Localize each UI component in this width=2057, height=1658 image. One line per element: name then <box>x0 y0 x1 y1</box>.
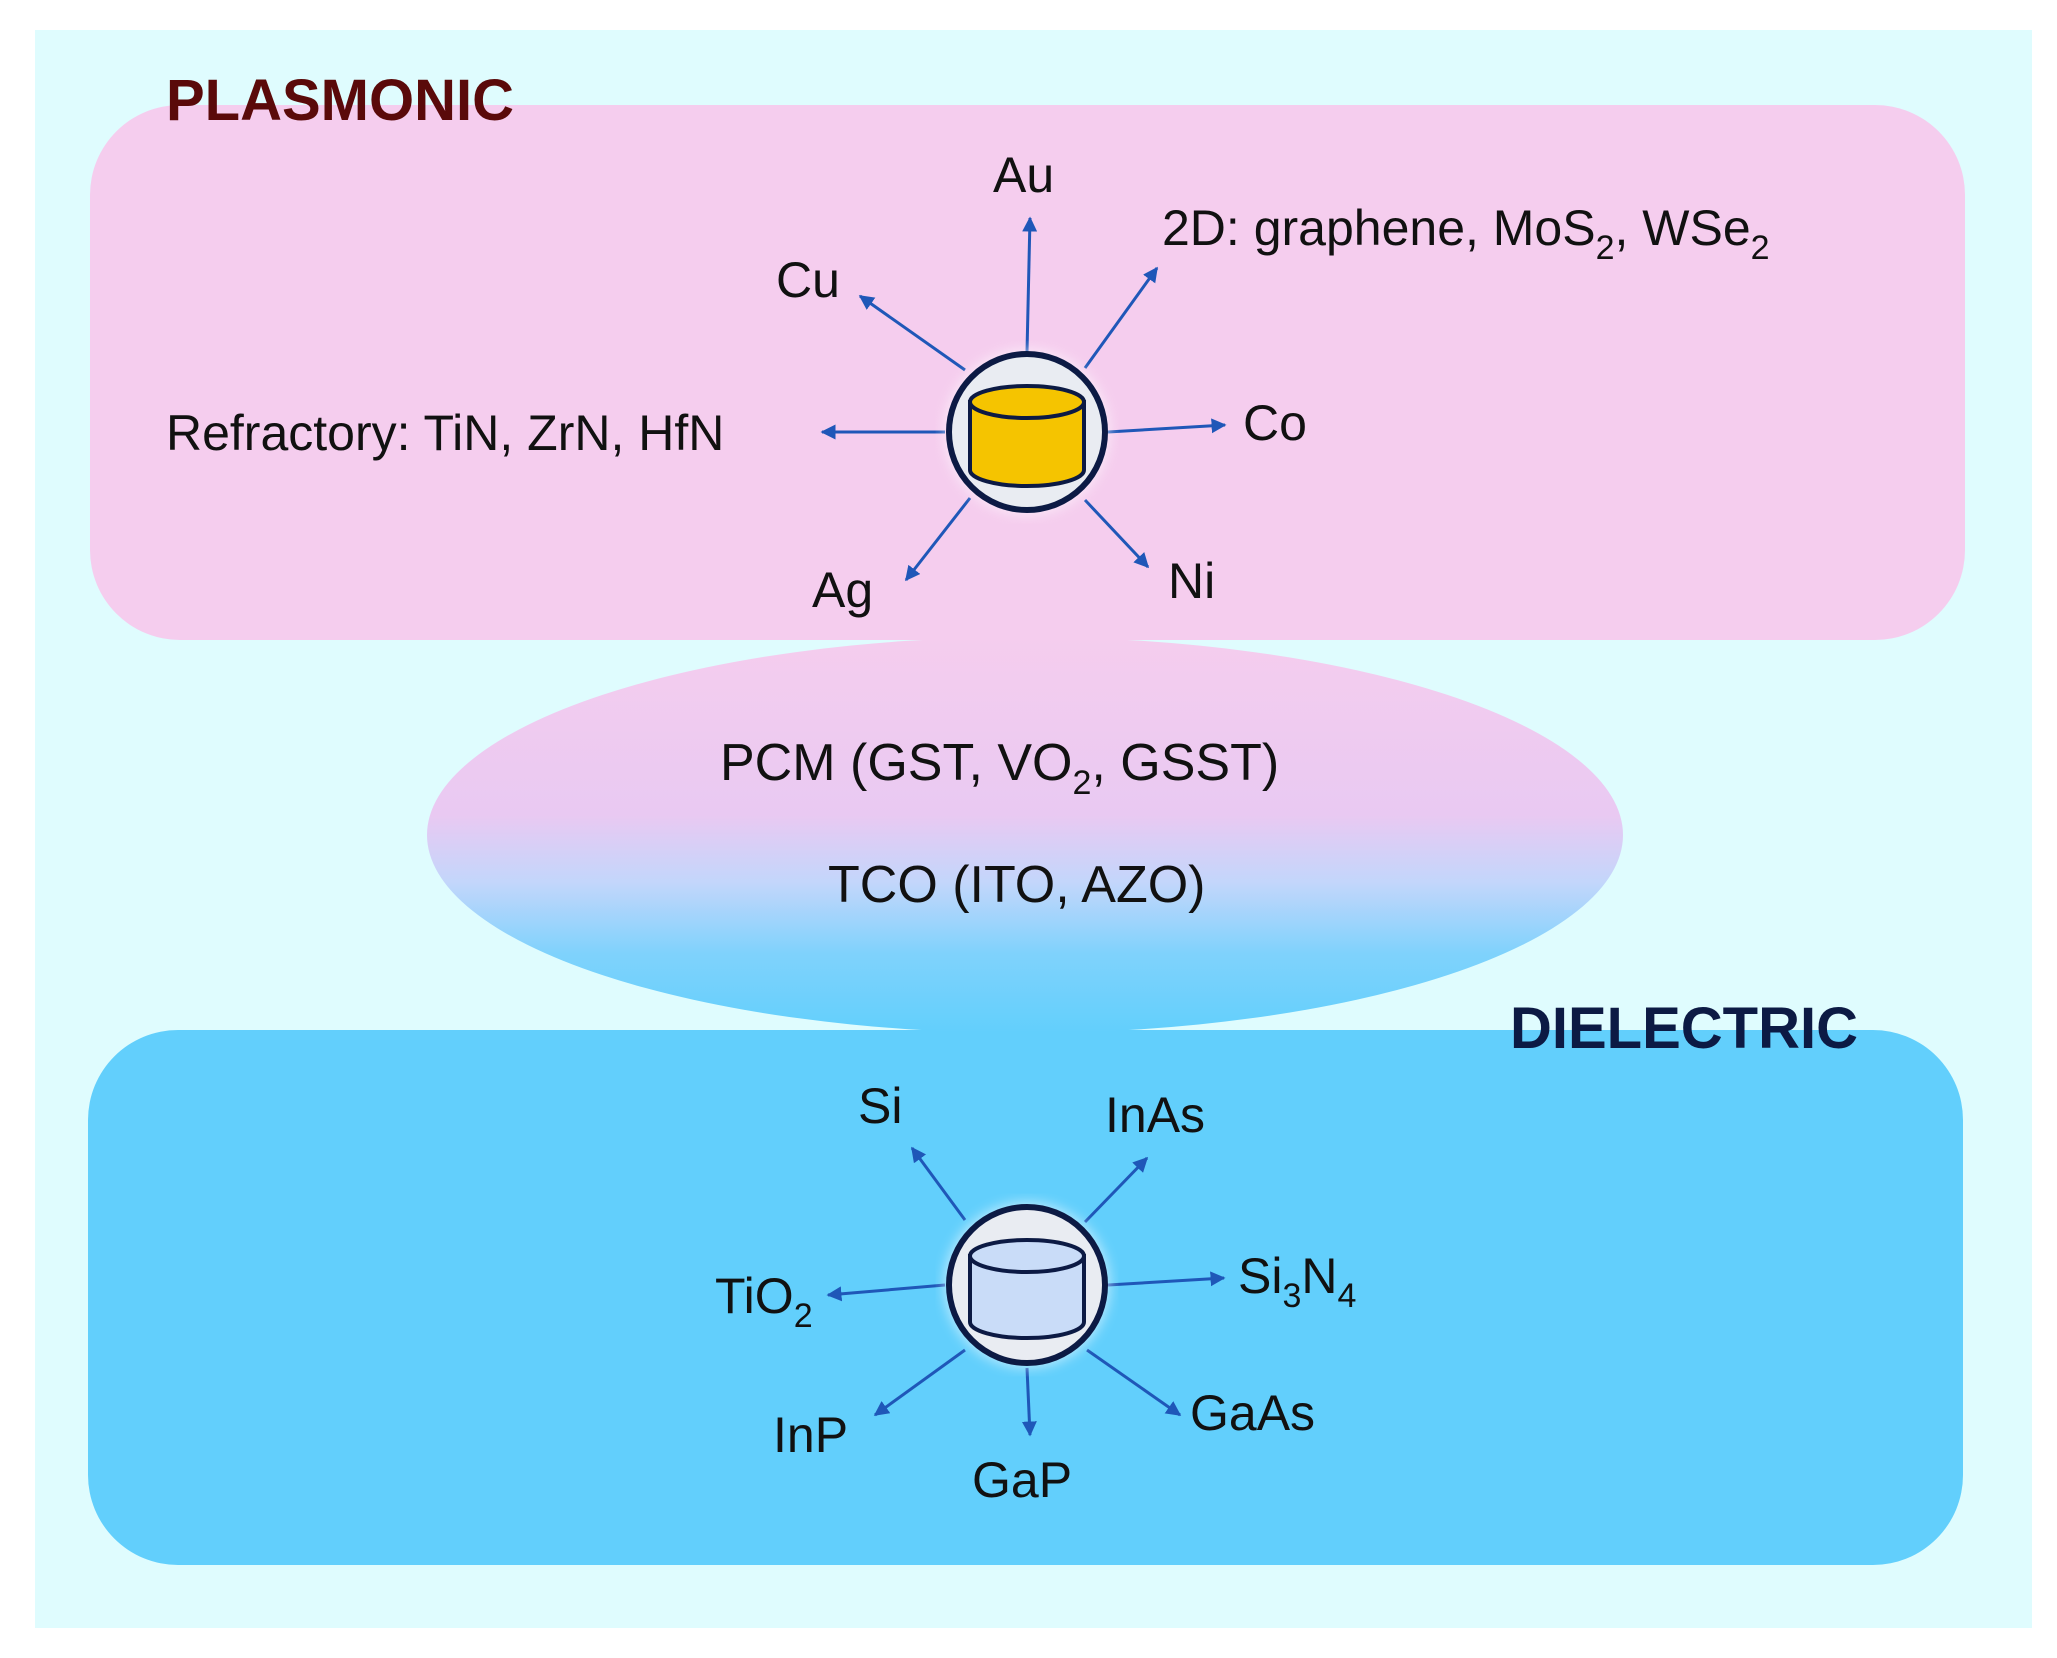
dielectric-title: DIELECTRIC <box>1510 996 1858 1061</box>
label-gap: GaP <box>972 1452 1072 1508</box>
gold-cylinder-icon <box>944 349 1110 515</box>
arrow-to-inas <box>1083 1156 1149 1224</box>
label-tio2: TiO2 <box>715 1268 813 1335</box>
label-co: Co <box>1243 395 1307 451</box>
dielectric-cylinder-icon <box>944 1202 1110 1368</box>
arrow-to-ni <box>1083 498 1150 569</box>
arrow-to-co <box>1107 418 1227 434</box>
label-2d-materials: 2D: graphene, MoS2, WSe2 <box>1162 200 1770 267</box>
arrow-to-ag <box>904 497 972 582</box>
label-inas: InAs <box>1105 1087 1205 1143</box>
arrow-to-inp <box>873 1348 966 1417</box>
arrow-to-tio2 <box>826 1283 946 1302</box>
label-pcm: PCM (GST, VO2, GSST) <box>720 734 1279 802</box>
label-tco: TCO (ITO, AZO) <box>828 856 1205 914</box>
label-ni: Ni <box>1168 553 1215 609</box>
label-refractory: Refractory: TiN, ZrN, HfN <box>166 405 724 461</box>
arrow-to-si <box>910 1146 967 1221</box>
arrow-to-au <box>1022 216 1038 353</box>
label-si3n4: Si3N4 <box>1238 1248 1356 1315</box>
tunable-materials-ellipse <box>427 637 1623 1033</box>
label-gaas: GaAs <box>1190 1385 1315 1441</box>
label-au: Au <box>993 147 1054 203</box>
arrow-to-si3n4 <box>1107 1271 1226 1287</box>
label-inp: InP <box>773 1407 848 1463</box>
dielectric-arrows <box>826 1146 1226 1437</box>
label-si: Si <box>858 1078 902 1134</box>
label-cu: Cu <box>776 252 840 308</box>
label-ag: Ag <box>812 562 873 618</box>
plasmonic-title: PLASMONIC <box>166 68 514 133</box>
arrow-to-2d <box>1083 266 1159 369</box>
arrow-to-gap <box>1021 1367 1037 1437</box>
arrow-to-gaas <box>1086 1348 1182 1417</box>
arrow-to-cu <box>858 294 966 372</box>
plasmonic-arrows <box>820 216 1227 582</box>
